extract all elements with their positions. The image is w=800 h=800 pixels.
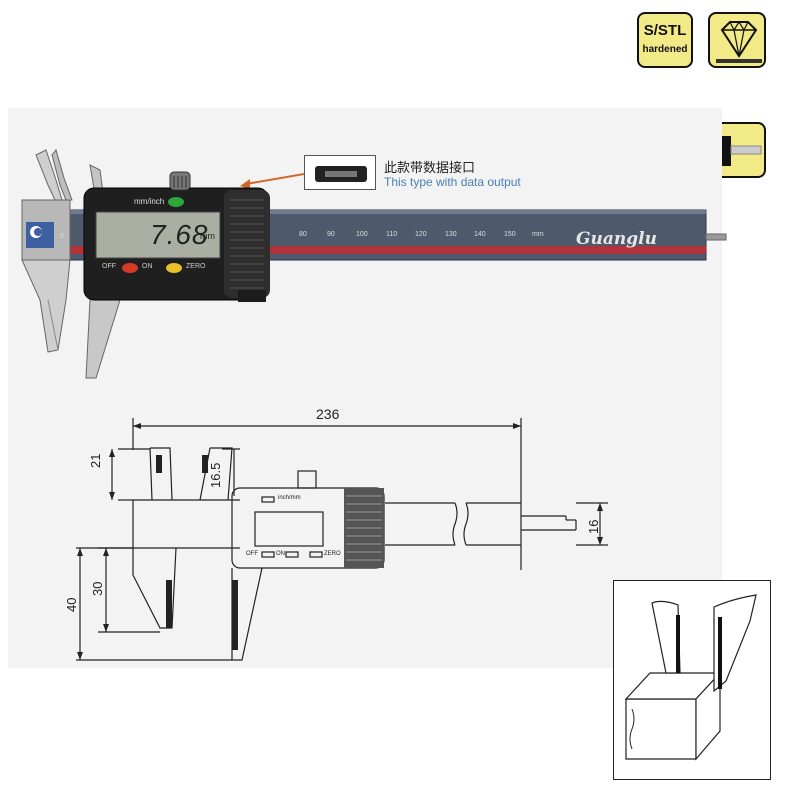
lcd-value: 7.68 [150, 219, 209, 250]
drawing-mode-label: inch/mm [278, 495, 301, 501]
scale-label: 150 [504, 231, 516, 238]
scale-label: 110 [386, 231, 398, 238]
drawing-zero-label: ZERO [324, 551, 341, 557]
mode-label: mm/inch [134, 197, 165, 206]
off-label: OFF [102, 263, 116, 270]
dim-lower-total: 40 [64, 597, 79, 612]
scale-label: 130 [445, 231, 457, 238]
drawing-off-label: OFF [246, 551, 258, 557]
zero-label: ZERO [186, 263, 206, 270]
scale-label: mm [532, 231, 544, 238]
callout-english-text: This type with data output [384, 175, 521, 189]
dim-jaw-tip: 16.5 [208, 462, 223, 488]
scale-label: 140 [474, 231, 486, 238]
on-label: ON [142, 263, 153, 270]
drawing-on-label: ON [276, 551, 285, 557]
stainless-hardened-badge: S/STL hardened [637, 12, 693, 68]
lcd-unit: mm [200, 231, 215, 241]
scale-label: 90 [327, 231, 335, 238]
diamond-icon [708, 12, 766, 68]
scale-label: 120 [415, 231, 427, 238]
scale-label: 0 [60, 233, 64, 240]
brand-logo: Guanglu [576, 229, 657, 249]
dim-jaw-height: 21 [88, 453, 103, 468]
callout-chinese-text: 此款带数据接口 [384, 161, 476, 176]
dim-lower-jaw: 30 [90, 581, 105, 596]
dim-beam-width: 16 [586, 519, 601, 534]
scale-label: 80 [299, 231, 307, 238]
data-port-thumbnail [304, 155, 376, 190]
badge-material-label: S/STL [643, 22, 687, 39]
badge-hardened-label: hardened [642, 44, 688, 55]
jaw-detail-drawing [624, 594, 757, 761]
jaw-detail-inset [613, 580, 771, 780]
dim-total-length: 236 [316, 406, 340, 422]
scale-label: 100 [356, 231, 368, 238]
